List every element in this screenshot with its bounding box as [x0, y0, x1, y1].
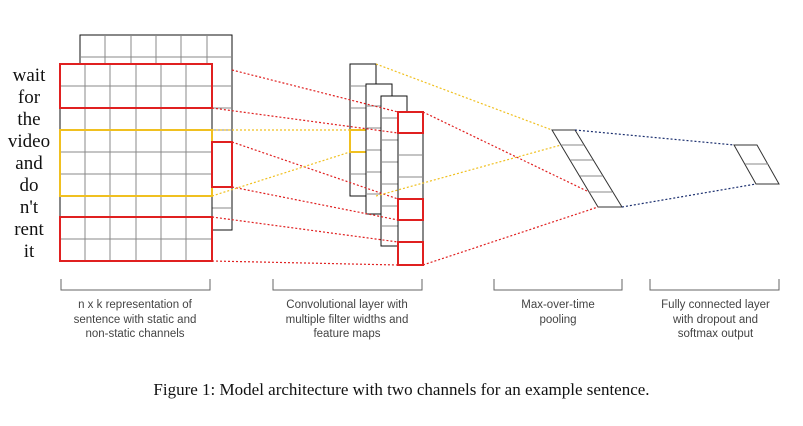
caption-line: feature maps	[313, 328, 381, 340]
connector-red	[231, 141, 399, 200]
bracket-representation	[60, 279, 211, 291]
connector-red	[422, 111, 590, 193]
caption-line: multiple filter widths and	[285, 313, 409, 326]
caption-line: Convolutional layer with	[286, 299, 408, 311]
max-pooled-vector	[551, 129, 623, 208]
connector-blue	[574, 129, 735, 146]
sentence-words: wait for the video and do n't rent it	[8, 65, 50, 262]
word: for	[18, 87, 41, 108]
connector-red	[231, 186, 399, 221]
caption-line: sentence with static and	[73, 313, 197, 326]
word: n't	[20, 197, 39, 218]
bracket-convolution	[272, 279, 423, 291]
caption-line: Max-over-time	[521, 299, 595, 311]
red-filter-window-bottom	[59, 216, 213, 262]
word: do	[20, 175, 39, 196]
connector-yellow	[375, 63, 553, 131]
caption-line: softmax output	[677, 328, 754, 340]
caption-line: n x k representation of	[78, 299, 192, 311]
caption-convolution: Convolutional layer with multiple filter…	[257, 298, 437, 342]
connector-red	[422, 206, 599, 266]
connector-red	[211, 260, 399, 266]
caption-representation: n x k representation of sentence with st…	[45, 298, 225, 342]
caption-pooling: Max-over-time pooling	[478, 298, 638, 327]
bracket-pooling	[493, 279, 623, 291]
connector-red	[211, 107, 399, 134]
connector-red	[211, 216, 399, 243]
bracket-output	[649, 279, 780, 291]
feature-map-4	[397, 111, 424, 266]
caption-line: pooling	[539, 313, 577, 326]
connector-yellow	[211, 151, 351, 197]
connector-red	[231, 69, 399, 113]
word: and	[15, 153, 43, 174]
caption-line: non-static channels	[85, 328, 185, 340]
caption-output: Fully connected layer with dropout and s…	[633, 298, 798, 342]
output-layer	[733, 144, 780, 185]
figure-caption: Figure 1: Model architecture with two ch…	[153, 380, 650, 399]
caption-line: with dropout and	[672, 313, 759, 326]
word: rent	[14, 219, 44, 240]
connector-blue	[621, 183, 757, 208]
nonstatic-channel-matrix	[59, 63, 213, 262]
feature-maps	[349, 63, 424, 266]
caption-line: Fully connected layer	[661, 299, 770, 311]
word: wait	[13, 65, 46, 86]
red-filter-window-static	[211, 141, 233, 188]
red-filter-window-top	[59, 63, 213, 109]
word: it	[24, 241, 35, 262]
word: the	[17, 109, 40, 130]
word: video	[8, 131, 50, 152]
